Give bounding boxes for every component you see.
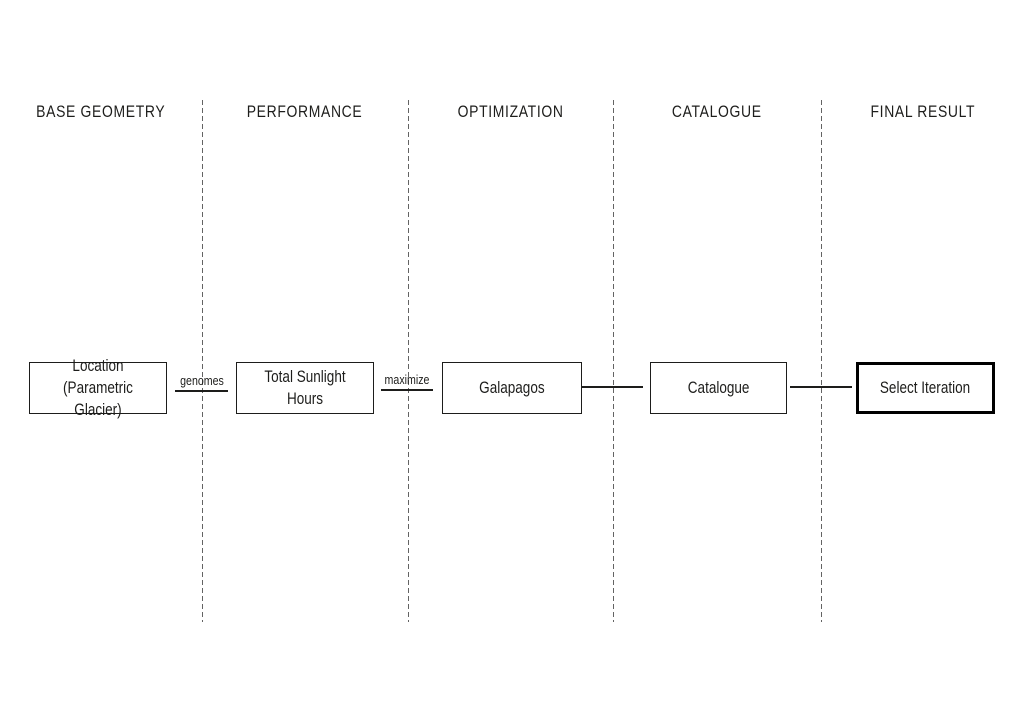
- node-label: Location (Parametric Glacier): [63, 357, 133, 419]
- node-label: Catalogue: [687, 379, 750, 397]
- column-separator-line: [613, 100, 614, 622]
- node-total-sunlight-hours: Total Sunlight Hours: [236, 362, 374, 414]
- connector-label: genomes: [179, 374, 224, 388]
- connector-line: [790, 386, 852, 388]
- connector-label: maximize: [384, 373, 430, 387]
- column-separator-line: [408, 100, 409, 622]
- column-header-base-geometry: BASE GEOMETRY: [0, 102, 202, 122]
- connector-galapagos-catalogue: [582, 386, 643, 388]
- connector-maximize: maximize: [381, 371, 433, 391]
- node-select-iteration: Select Iteration: [856, 362, 995, 414]
- column-separator-line: [821, 100, 822, 622]
- node-label: Select Iteration: [880, 379, 971, 397]
- connector-catalogue-final: [790, 386, 852, 388]
- column-header-label: BASE GEOMETRY: [36, 102, 166, 121]
- node-location-parametric-glacier: Location (Parametric Glacier): [29, 357, 167, 419]
- node-label: Galapagos: [479, 379, 545, 397]
- connector-genomes: genomes: [175, 372, 228, 392]
- connector-line: [582, 386, 643, 388]
- connector-line: [175, 390, 228, 392]
- column-separator-line: [202, 100, 203, 622]
- column-header-final-result: FINAL RESULT: [821, 102, 1024, 122]
- node-label: Total Sunlight Hours: [264, 368, 346, 408]
- column-header-label: PERFORMANCE: [247, 102, 363, 121]
- node-catalogue: Catalogue: [650, 362, 787, 414]
- column-header-label: CATALOGUE: [672, 102, 762, 121]
- node-galapagos: Galapagos: [442, 362, 582, 414]
- column-header-optimization: OPTIMIZATION: [408, 102, 613, 122]
- column-header-label: OPTIMIZATION: [457, 102, 564, 121]
- column-header-catalogue: CATALOGUE: [613, 102, 821, 122]
- connector-line: [381, 389, 433, 391]
- column-header-performance: PERFORMANCE: [202, 102, 408, 122]
- column-header-label: FINAL RESULT: [870, 102, 975, 121]
